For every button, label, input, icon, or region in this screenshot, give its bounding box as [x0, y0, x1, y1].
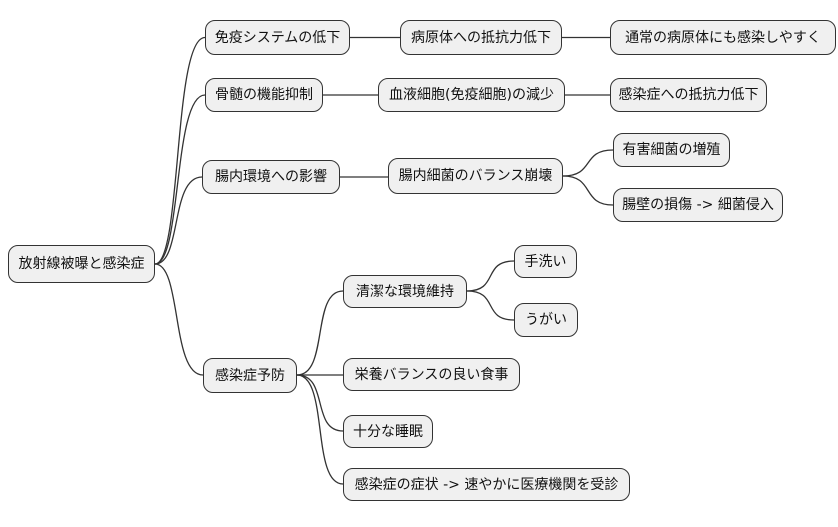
edge-clean-environment-to-gargling — [466, 290, 515, 321]
node-gut-wall-damage-bacterial-invasion: 腸壁の損傷 -> 細菌侵入 — [613, 188, 783, 222]
node-clean-environment: 清潔な環境維持 — [343, 275, 467, 308]
edge-clean-environment-to-hand-washing — [466, 260, 515, 292]
edge-root-to-prevention — [154, 263, 204, 376]
edge-root-to-immune-decline — [154, 36, 206, 265]
node-hand-washing: 手洗い — [514, 245, 577, 278]
edge-root-to-bone-marrow — [154, 94, 206, 265]
node-infection-prevention: 感染症予防 — [203, 358, 297, 393]
node-infection-resistance-drop: 感染症への抵抗力低下 — [610, 78, 767, 112]
node-symptoms-seek-medical-care: 感染症の症状 -> 速やかに医療機関を受診 — [343, 468, 630, 501]
node-gut-flora-balance-collapse: 腸内細菌のバランス崩壊 — [388, 158, 563, 194]
node-gut-environment-impact: 腸内環境への影響 — [202, 160, 340, 194]
node-immune-system-decline: 免疫システムの低下 — [205, 20, 350, 55]
edge-root-to-gut-environment — [154, 176, 203, 265]
node-enough-sleep: 十分な睡眠 — [343, 415, 433, 448]
node-bone-marrow-suppression: 骨髄の機能抑制 — [205, 78, 323, 112]
edge-prevention-to-clean-environment — [296, 290, 344, 376]
edge-flora-collapse-to-harmful-bacteria — [562, 149, 614, 177]
node-gargling: うがい — [514, 303, 578, 337]
edge-flora-collapse-to-gut-wall-damage — [562, 175, 614, 206]
node-radiation-exposure-and-infection: 放射線被曝と感染症 — [8, 245, 155, 283]
node-easier-infection-by-common-pathogens: 通常の病原体にも感染しやすく — [610, 20, 836, 55]
node-pathogen-resistance-drop: 病原体への抵抗力低下 — [400, 20, 562, 55]
edge-prevention-to-symptoms — [296, 374, 344, 485]
edge-prevention-to-sleep — [296, 374, 344, 432]
node-blood-cell-decrease: 血液細胞(免疫細胞)の減少 — [378, 78, 565, 112]
node-harmful-bacteria-growth: 有害細菌の増殖 — [613, 133, 730, 167]
node-balanced-diet: 栄養バランスの良い食事 — [343, 358, 520, 391]
